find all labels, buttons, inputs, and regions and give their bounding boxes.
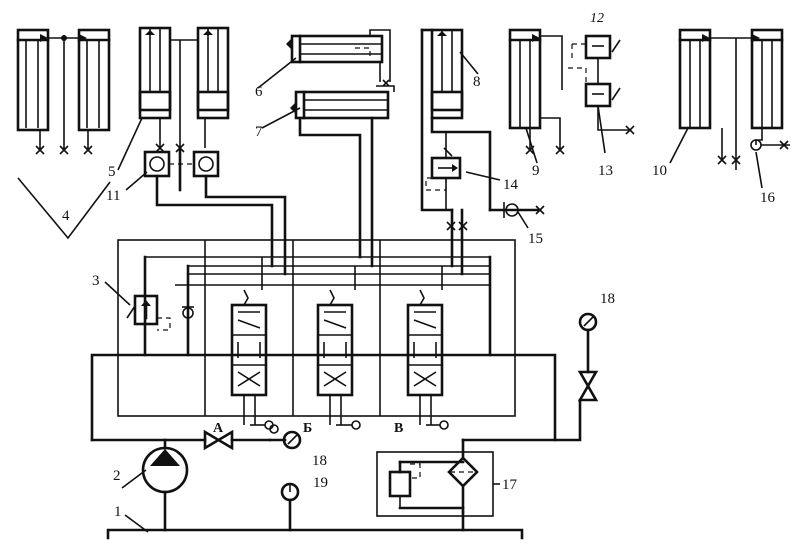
directional-valve-b (316, 289, 361, 430)
cylinder-6 (286, 29, 391, 82)
check-valve-15 (503, 202, 545, 218)
label-19: 19 (313, 475, 328, 491)
pressure-gauge-main (268, 430, 302, 450)
directional-valve-a (230, 289, 274, 430)
check-valve-16 (750, 139, 790, 151)
throttle-valve-right (577, 328, 599, 402)
pump (141, 438, 189, 494)
label-16: 16 (760, 190, 776, 206)
label-1: 1 (114, 504, 122, 520)
pressure-gauge-19 (280, 482, 300, 502)
callout-labels: 1 2 3 4 5 6 7 8 9 10 11 12 13 14 15 16 1… (62, 11, 776, 520)
label-7: 7 (255, 124, 263, 140)
pressure-gauge-right (578, 312, 598, 332)
label-2: 2 (113, 468, 121, 484)
label-3: 3 (92, 273, 100, 289)
label-18-bottom: 18 (312, 453, 327, 469)
risers (178, 148, 443, 290)
label-9: 9 (532, 163, 540, 179)
label-8: 8 (473, 74, 481, 90)
manifold-outline (117, 239, 516, 417)
cylinder-8 (420, 28, 492, 212)
label-15: 15 (528, 231, 543, 247)
leader-lines (17, 51, 763, 533)
label-4: 4 (62, 208, 70, 224)
label-section-a: А (213, 421, 224, 436)
brake-valve-14 (425, 132, 462, 210)
label-12: 12 (590, 11, 604, 26)
label-section-b: Б (303, 421, 312, 436)
shutoff-valve-main (203, 429, 234, 451)
label-section-v: В (394, 421, 403, 436)
relief-valve (126, 294, 171, 331)
hydro-lock-11 (143, 150, 287, 276)
cylinder-7 (290, 79, 395, 268)
cylinder-group-4 (16, 28, 111, 155)
label-14: 14 (503, 177, 519, 193)
label-10: 10 (652, 163, 667, 179)
cylinder-group-9 (508, 28, 565, 155)
cylinder-8-lines (446, 208, 542, 276)
check-valve-pressure (182, 306, 194, 319)
label-11: 11 (106, 188, 120, 204)
label-13: 13 (598, 163, 613, 179)
label-6: 6 (255, 84, 263, 100)
label-5: 5 (108, 164, 116, 180)
directional-valve-v (406, 289, 449, 430)
cylinder-group-5 (138, 26, 230, 153)
filter-unit (376, 438, 557, 517)
pressure-line (90, 353, 582, 442)
hydro-lock-12 (571, 34, 621, 60)
cylinder-group-10 (678, 28, 784, 170)
label-17: 17 (502, 477, 518, 493)
label-18-right: 18 (600, 291, 615, 307)
tank-line (106, 490, 524, 540)
